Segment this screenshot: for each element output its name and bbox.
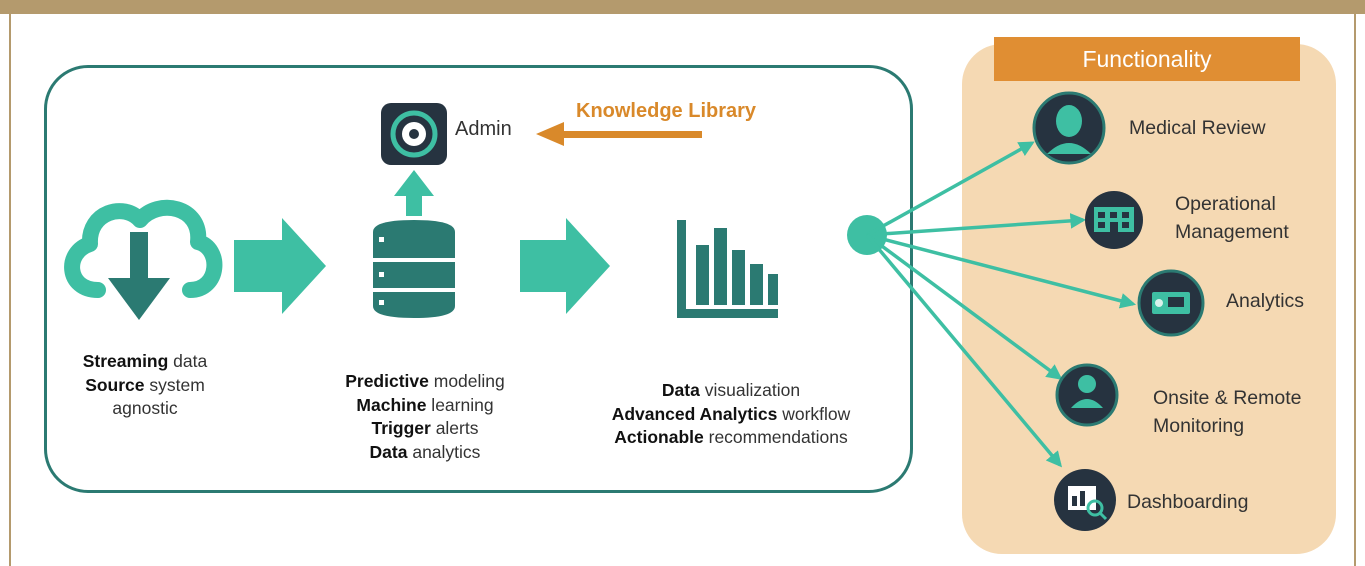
- admin-label: Admin: [455, 118, 512, 140]
- caption-bold: Data: [661, 380, 700, 400]
- cloud-download-icon: [64, 199, 223, 320]
- flow-arrow-1: [234, 218, 326, 314]
- caption-bold: Actionable: [614, 427, 704, 447]
- caption-bold: Data: [369, 441, 408, 462]
- caption-text: data: [168, 351, 208, 371]
- functionality-title: Functionality: [994, 37, 1300, 81]
- caption-text: visualization: [699, 380, 801, 400]
- caption-text: recommendations: [703, 427, 848, 447]
- admin-gear-icon: [381, 103, 447, 165]
- dashboard-search-icon: [1054, 469, 1116, 531]
- caption-bold: Source: [85, 374, 145, 395]
- screen-icon: [1137, 269, 1205, 337]
- stage-caption-modeling: Predictive modeling Machine learning Tri…: [305, 370, 545, 464]
- knowledge-library-arrow: [536, 122, 702, 146]
- caption-text: alerts: [430, 418, 479, 438]
- stage-caption-visualization: Data visualization Advanced Analytics wo…: [566, 379, 896, 450]
- pipeline-frame: [44, 65, 913, 493]
- functionality-label: Onsite & Remote: [1153, 387, 1302, 409]
- person-icon: [1032, 91, 1106, 165]
- functionality-label: Analytics: [1226, 290, 1305, 312]
- caption-text: analytics: [407, 441, 481, 462]
- functionality-label: Operational: [1175, 193, 1276, 215]
- arrow-to-admin: [394, 170, 434, 216]
- knowledge-library-label: Knowledge Library: [576, 100, 757, 122]
- caption-bold: Predictive: [345, 371, 429, 391]
- fan-out-connectors: [865, 141, 1137, 468]
- caption-bold: Streaming: [82, 351, 169, 371]
- right-border: [1354, 14, 1356, 566]
- functionality-label: Medical Review: [1129, 117, 1266, 139]
- clinician-icon: [1055, 363, 1119, 427]
- bar-chart-icon: [677, 220, 778, 318]
- caption-text: agnostic: [112, 398, 178, 418]
- caption-text: system: [144, 374, 205, 395]
- stage-caption-streaming: Streaming data Source system agnostic: [40, 350, 250, 421]
- functionality-item-onsite-remote-monitoring: Onsite & Remote Monitoring: [1153, 384, 1301, 440]
- caption-text: modeling: [428, 371, 505, 391]
- caption-bold: Advanced Analytics: [611, 403, 778, 424]
- caption-text: workflow: [777, 403, 851, 424]
- database-icon: [373, 220, 455, 318]
- caption-text: learning: [426, 394, 494, 415]
- left-border: [9, 14, 11, 566]
- building-icon: [1085, 191, 1143, 249]
- flow-arrow-2: [520, 218, 610, 314]
- functionality-item-operational-management: Operational Management: [1175, 190, 1289, 246]
- caption-bold: Machine: [356, 394, 427, 415]
- functionality-label: Management: [1175, 221, 1289, 243]
- functionality-label: Monitoring: [1153, 415, 1245, 437]
- functionality-label: Dashboarding: [1127, 491, 1249, 513]
- functionality-item-dashboarding: Dashboarding: [1127, 488, 1248, 516]
- functionality-item-medical-review: Medical Review: [1129, 114, 1266, 142]
- functionality-item-analytics: Analytics: [1226, 287, 1304, 315]
- top-border: [0, 0, 1365, 14]
- caption-bold: Trigger: [371, 418, 431, 438]
